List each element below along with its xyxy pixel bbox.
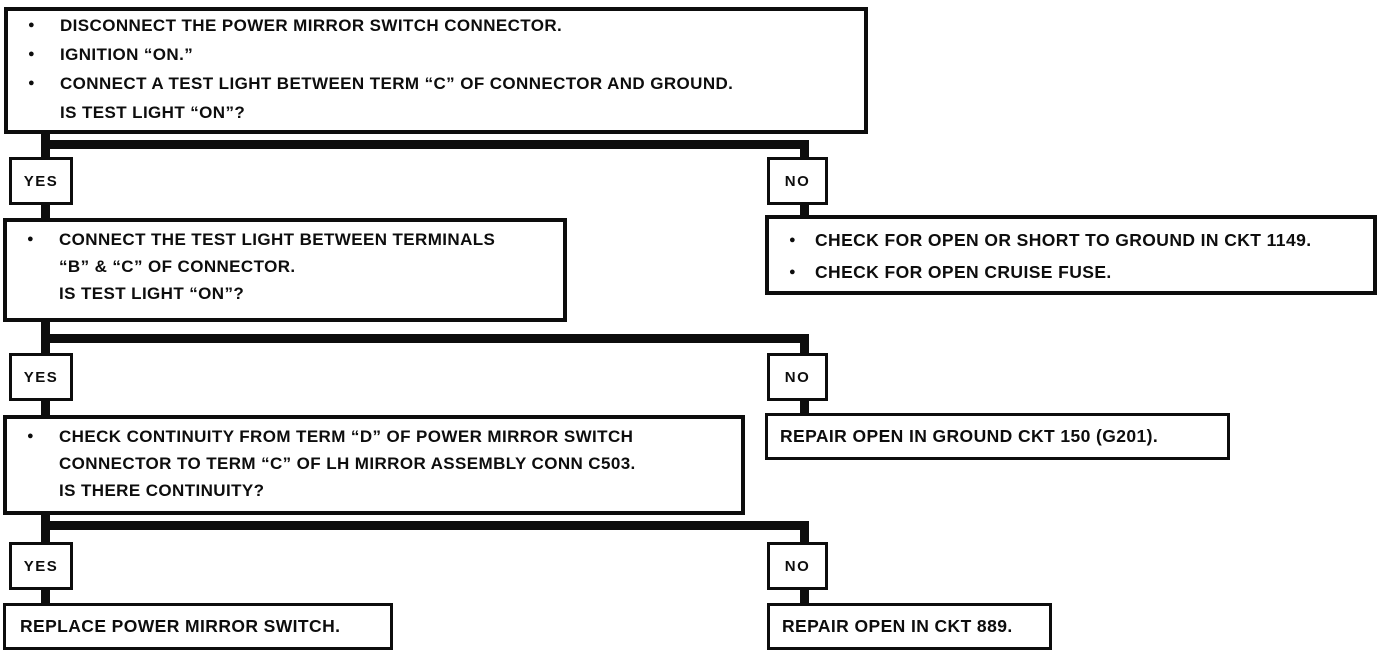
bullet-icon: ●: [28, 77, 36, 89]
connector-no3-action: [800, 590, 809, 603]
connector-yes3-action: [41, 590, 50, 603]
connector-stub-right-2: [800, 334, 809, 353]
bullet-icon: ●: [27, 430, 35, 442]
connector-no2-action: [800, 400, 809, 413]
step1-bullet-line-1: ● DISCONNECT THE POWER MIRROR SWITCH CON…: [8, 11, 864, 40]
no1-action-line-1: ● CHECK FOR OPEN OR SHORT TO GROUND IN C…: [769, 224, 1373, 256]
no-text: NO: [784, 172, 811, 190]
no1-action-text-2: CHECK FOR OPEN CRUISE FUSE.: [815, 262, 1112, 282]
no-label-3: NO: [767, 542, 828, 590]
connector-stub-right-1: [800, 140, 809, 157]
connector-yes2-step3: [41, 400, 50, 415]
step1-question-text: IS TEST LIGHT “ON”?: [60, 103, 246, 122]
no-label-1: NO: [767, 157, 828, 205]
bullet-icon: ●: [27, 233, 35, 245]
connector-bar-1: [41, 140, 809, 149]
bullet-icon: ●: [28, 48, 36, 60]
yes-text: YES: [23, 557, 59, 575]
step1-bullet-line-2: ● IGNITION “ON.”: [8, 40, 864, 69]
connector-stub-right-3: [800, 521, 809, 542]
no-text: NO: [784, 368, 811, 386]
bullet-icon: ●: [789, 234, 797, 246]
step1-bullet-text-3: CONNECT A TEST LIGHT BETWEEN TERM “C” OF…: [60, 74, 734, 93]
no-text: NO: [784, 557, 811, 575]
no3-action-text: REPAIR OPEN IN CKT 889.: [782, 616, 1013, 636]
connector-bar-2: [41, 334, 809, 343]
bullet-icon: ●: [789, 266, 797, 278]
connector-bar-3: [41, 521, 809, 530]
check-ckt1149-box: ● CHECK FOR OPEN OR SHORT TO GROUND IN C…: [765, 215, 1377, 295]
step3-bullet-line: ● CHECK CONTINUITY FROM TERM “D” OF POWE…: [7, 423, 741, 450]
yes-label-2: YES: [9, 353, 73, 401]
step2-question-box: ● CONNECT THE TEST LIGHT BETWEEN TERMINA…: [3, 218, 567, 322]
step1-bullet-text-2: IGNITION “ON.”: [60, 45, 194, 64]
no2-action-text: REPAIR OPEN IN GROUND CKT 150 (G201).: [780, 426, 1159, 446]
yes-text: YES: [23, 368, 59, 386]
step3-continuation-text: CONNECTOR TO TERM “C” OF LH MIRROR ASSEM…: [59, 454, 636, 473]
yes-text: YES: [23, 172, 59, 190]
repair-ground-ckt150-box: REPAIR OPEN IN GROUND CKT 150 (G201).: [765, 413, 1230, 460]
step2-question-text: IS TEST LIGHT “ON”?: [59, 284, 245, 303]
connector-yes1-step2: [41, 205, 50, 218]
step1-bullet-line-3: ● CONNECT A TEST LIGHT BETWEEN TERM “C” …: [8, 69, 864, 98]
no1-action-text-1: CHECK FOR OPEN OR SHORT TO GROUND IN CKT…: [815, 230, 1312, 250]
replace-switch-box: REPLACE POWER MIRROR SWITCH.: [3, 603, 393, 650]
yes-label-1: YES: [9, 157, 73, 205]
yes-label-3: YES: [9, 542, 73, 590]
step1-bullet-text-1: DISCONNECT THE POWER MIRROR SWITCH CONNE…: [60, 16, 563, 35]
step2-continuation-text: “B” & “C” OF CONNECTOR.: [59, 257, 296, 276]
step1-question-box: ● DISCONNECT THE POWER MIRROR SWITCH CON…: [4, 7, 868, 134]
step3-question-box: ● CHECK CONTINUITY FROM TERM “D” OF POWE…: [3, 415, 745, 515]
no1-action-line-2: ● CHECK FOR OPEN CRUISE FUSE.: [769, 256, 1373, 288]
step3-bullet-text: CHECK CONTINUITY FROM TERM “D” OF POWER …: [59, 427, 634, 446]
bullet-icon: ●: [28, 19, 36, 31]
connector-no1-action: [800, 205, 809, 215]
step3-question-text: IS THERE CONTINUITY?: [59, 481, 265, 500]
repair-ckt889-box: REPAIR OPEN IN CKT 889.: [767, 603, 1052, 650]
no-label-2: NO: [767, 353, 828, 401]
step2-bullet-text: CONNECT THE TEST LIGHT BETWEEN TERMINALS: [59, 230, 496, 249]
step2-bullet-line: ● CONNECT THE TEST LIGHT BETWEEN TERMINA…: [7, 226, 563, 253]
yes3-action-text: REPLACE POWER MIRROR SWITCH.: [20, 616, 341, 636]
